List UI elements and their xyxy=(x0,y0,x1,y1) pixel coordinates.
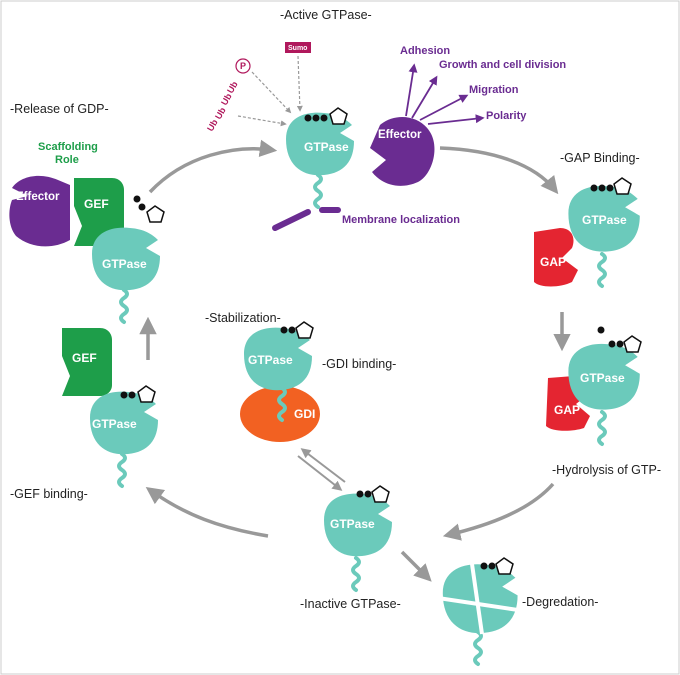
svg-text:Ub: Ub xyxy=(213,105,228,121)
gdi-label: GDI xyxy=(294,407,315,421)
label-degradation: -Degredation- xyxy=(522,595,598,609)
gtpase-right-top-label: GTPase xyxy=(582,213,627,227)
label-inactive-gtpase: -Inactive GTPase- xyxy=(300,597,401,611)
cycle-arrows xyxy=(139,139,571,582)
arrow-to-degradation xyxy=(400,550,432,582)
gtp-icon-gap xyxy=(590,177,632,195)
effector-output-polarity: Polarity xyxy=(486,110,527,122)
label-gap-binding: -GAP Binding- xyxy=(560,151,640,165)
svg-text:Ub: Ub xyxy=(225,79,240,95)
effector-label: Effector xyxy=(378,129,422,141)
arrow-inactive-to-gef xyxy=(145,486,269,538)
gtpase-gdi-label: GTPase xyxy=(248,353,293,367)
label-gdi-binding: -GDI binding- xyxy=(322,357,396,371)
label-release-gdp: -Release of GDP- xyxy=(10,102,109,116)
sumo-label: Sumo xyxy=(288,45,307,52)
ubiquitin-chain: Ub Ub Ub Ub xyxy=(205,79,240,133)
label-stabilization: -Stabilization- xyxy=(205,311,281,325)
scaffolding-line-1: Scaffolding xyxy=(38,141,98,153)
phospho-icon xyxy=(235,58,251,74)
degradation-group xyxy=(437,557,519,666)
gdp-icon-degraded xyxy=(480,557,514,575)
effector-shape xyxy=(370,116,435,186)
arrow-gef-to-active xyxy=(148,139,278,194)
gdi-double-arrow xyxy=(297,448,346,491)
gtpase-left-bottom-label: GTPase xyxy=(92,417,137,431)
gtpase-left-top-label: GTPase xyxy=(102,257,147,271)
gap-top-label: GAP xyxy=(540,255,566,269)
gdi-stabilization-group: GDI GTPase xyxy=(240,321,320,442)
release-gdp-group: Effector GEF Scaffolding Role GTPase xyxy=(9,141,165,324)
arrow-hydrolysis-to-inactive xyxy=(442,482,555,541)
effector-output-growth: Growth and cell division xyxy=(439,59,566,71)
hydrolysis-group: GAP GTPase xyxy=(546,326,642,446)
arrow-active-to-gap xyxy=(439,146,559,195)
effector-left-label: Effector xyxy=(16,191,60,203)
gtp-icon xyxy=(304,107,348,125)
gdp-released-icon xyxy=(133,195,165,223)
label-gef-binding: -GEF binding- xyxy=(10,487,88,501)
label-hydrolysis: -Hydrolysis of GTP- xyxy=(552,463,661,477)
gap-bottom-label: GAP xyxy=(554,403,580,417)
gef-bottom-shape xyxy=(62,328,112,396)
gap-top-shape xyxy=(534,228,578,287)
membrane-localization-label: Membrane localization xyxy=(342,214,460,226)
gdp-icon-inactive xyxy=(356,485,390,503)
gtpase-label: GTPase xyxy=(304,140,349,154)
inactive-gtpase-group: GTPase xyxy=(324,485,392,592)
sumo-tag xyxy=(285,42,311,53)
gef-bottom-label: GEF xyxy=(72,351,97,365)
membrane-bar-left xyxy=(272,209,311,231)
label-active-gtpase: -Active GTPase- xyxy=(280,8,372,22)
scaffolding-line-2: Role xyxy=(55,154,79,166)
effector-left-shape xyxy=(9,175,71,247)
active-gtpase-group: GTPase Effector Adhesion Growth and cell… xyxy=(205,42,566,231)
gdi-tail xyxy=(277,386,287,422)
gef-top-label: GEF xyxy=(84,197,109,211)
gdp-icon-gef xyxy=(120,385,156,403)
gef-top-shape xyxy=(74,178,124,246)
gdp-icon-gdi xyxy=(280,321,314,339)
phospho-label: P xyxy=(240,61,246,71)
gdp-pi-icon xyxy=(597,326,642,353)
effector-output-migration: Migration xyxy=(469,84,519,96)
gtpase-right-bottom-label: GTPase xyxy=(580,371,625,385)
effector-output-adhesion: Adhesion xyxy=(400,45,450,57)
effector-output-arrows xyxy=(405,63,485,125)
gtpase-inactive-label: GTPase xyxy=(330,517,375,531)
gap-binding-group: GAP GTPase xyxy=(534,177,640,288)
stage-labels: -Active GTPase- -Release of GDP- -GAP Bi… xyxy=(10,8,661,611)
gef-binding-group: GEF GTPase xyxy=(62,328,158,488)
modification-arrows xyxy=(237,55,303,127)
